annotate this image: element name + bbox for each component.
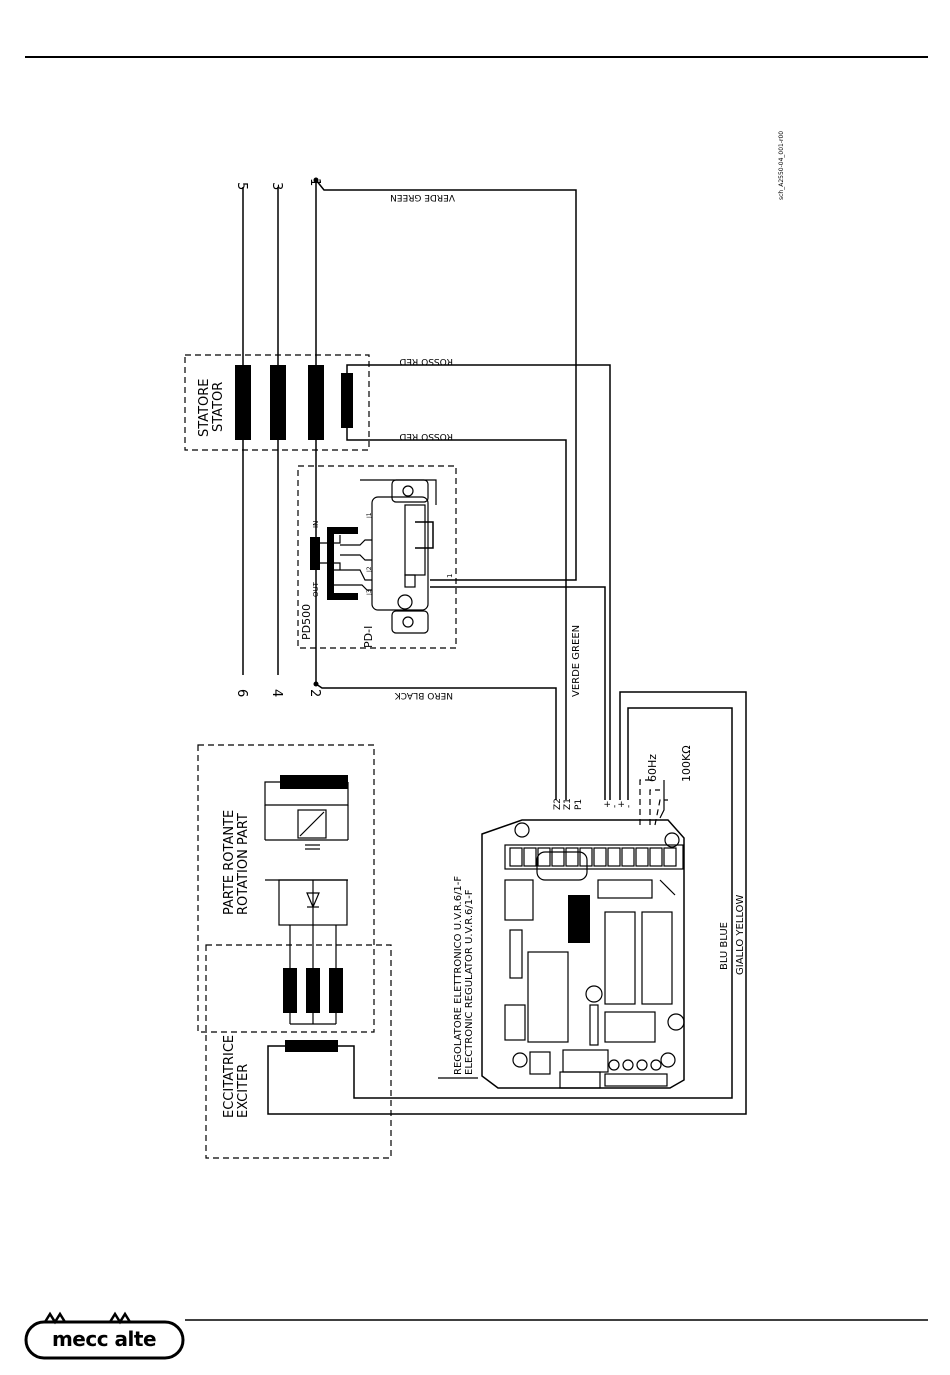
- rotor: [264, 775, 349, 970]
- reg-100k-label: 100KΩ: [680, 745, 693, 782]
- pd-pin-1-label: 1: [446, 574, 454, 578]
- pd-internal-wires: [334, 539, 372, 591]
- pd-j1-label: J1: [366, 512, 373, 519]
- stator-label-en: STATOR: [211, 382, 226, 432]
- exciter-box: [205, 944, 392, 1159]
- exciter-label-en: EXCITER: [236, 1064, 251, 1118]
- pd-out-label: OUT: [312, 581, 320, 597]
- reg-term-plus-2: +: [617, 800, 627, 808]
- wire-label-rosso-red-1: ROSSO RED: [399, 356, 453, 366]
- pd-module-label: PD-I: [362, 626, 375, 648]
- pd-varistor: [310, 527, 358, 600]
- stator-aux-coil: [341, 373, 353, 428]
- hz-jumper: [639, 779, 668, 826]
- doc-code: sch_A2550-04_001-r00: [778, 131, 785, 200]
- pd-module: [360, 479, 437, 634]
- terminal-1: 1: [307, 178, 322, 186]
- stator-coil-3: [308, 365, 324, 440]
- wire-label-rosso-red-2: ROSSO RED: [399, 431, 453, 441]
- stator-coil-1: [235, 365, 251, 440]
- reg-term-minus-1: -: [610, 805, 620, 808]
- terminal-3: 3: [269, 182, 284, 190]
- wire-paths: [267, 179, 747, 1115]
- reg-term-plus-1: +: [603, 800, 613, 808]
- terminal-4: 4: [269, 689, 284, 697]
- reg-term-z1: Z1: [563, 798, 573, 810]
- stator-label-it: STATORE: [197, 379, 212, 438]
- reg-term-z2: Z2: [553, 798, 563, 810]
- regulator-board: [481, 819, 685, 1089]
- stator-coil-2: [270, 365, 286, 440]
- pd-j3-label: J3: [366, 589, 373, 596]
- rotating-label-en: ROTATION PART: [236, 813, 251, 915]
- pd-j2-label: J2: [366, 566, 373, 573]
- wire-label-blu-blue: BLU BLUE: [719, 922, 730, 970]
- exciter-coils: [283, 968, 343, 1052]
- terminal-5: 5: [234, 182, 249, 190]
- regulator-label-it: REGOLATORE ELETTRONICO U.V.R.6/1-F: [453, 876, 464, 1075]
- logo-text: mecc alte: [52, 1327, 156, 1351]
- terminal-2: 2: [307, 689, 322, 697]
- reg-term-p1: P1: [574, 799, 584, 810]
- wire-label-verde-green-mid: VERDE GREEN: [571, 625, 582, 697]
- rotating-label-it: PARTE ROTANTE: [222, 810, 237, 915]
- reg-60hz-label: 60Hz: [646, 754, 659, 782]
- pd-in-label: IN: [312, 521, 320, 528]
- pd500-title: PD500: [300, 604, 313, 640]
- wire-label-giallo-yellow: GIALLO YELLOW: [735, 895, 746, 975]
- stator-box: [184, 354, 370, 451]
- wire-label-verde-green-top: VERDE GREEN: [390, 192, 455, 202]
- regulator-label-en: ELECTRONIC REGULATOR U.V.R.6/1-F: [464, 889, 475, 1075]
- pd500-box: [297, 465, 457, 649]
- exciter-label-it: ECCITATRICE: [222, 1035, 237, 1118]
- rotating-part-box: [197, 744, 375, 1033]
- wire-label-nero-black: NERO BLACK: [394, 690, 453, 700]
- mecc-alte-logo: mecc alte: [24, 1311, 185, 1360]
- reg-term-minus-2: -: [624, 805, 634, 808]
- terminal-6: 6: [234, 689, 249, 697]
